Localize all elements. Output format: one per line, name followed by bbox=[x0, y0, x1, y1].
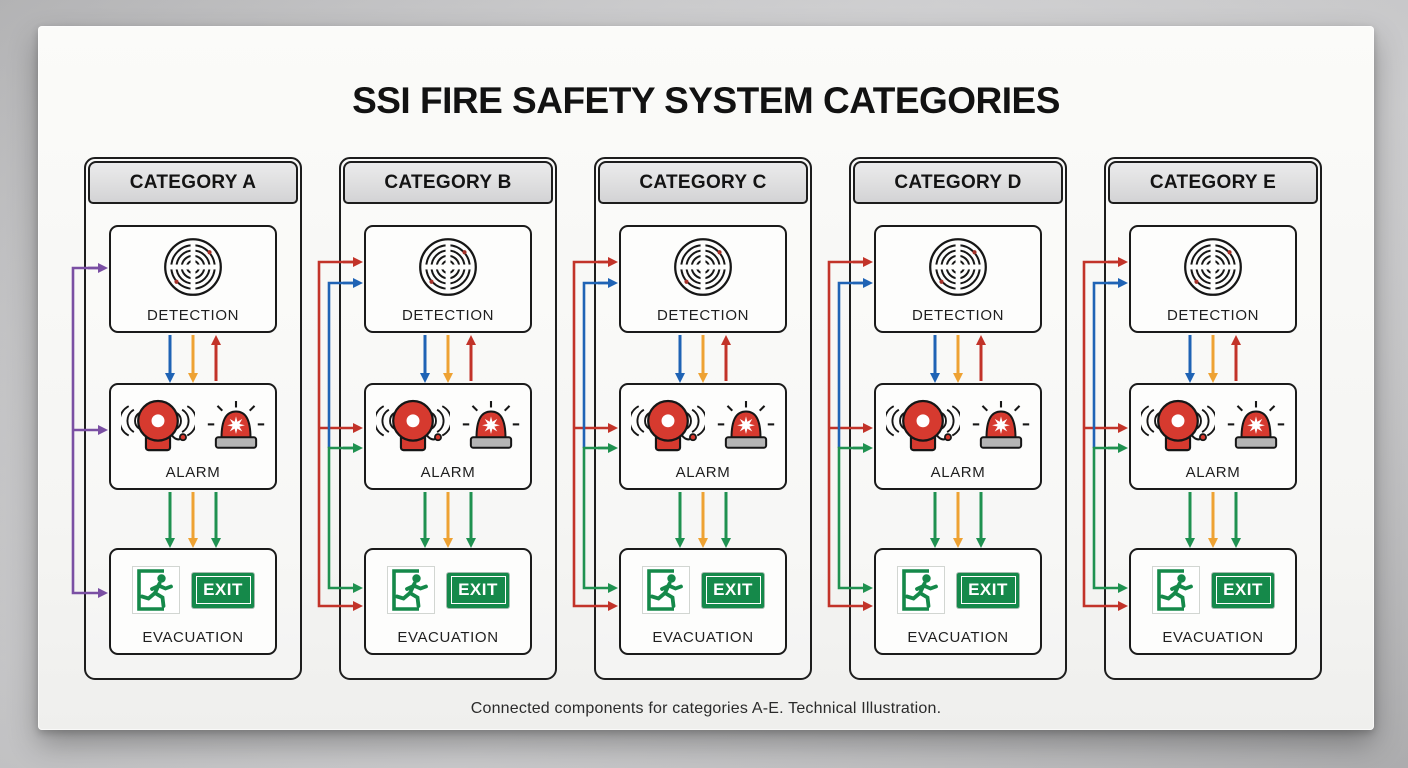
alarm-box: ALARM bbox=[364, 383, 532, 490]
detection-label: DETECTION bbox=[1166, 307, 1260, 324]
evacuation-label: EVACUATION bbox=[907, 629, 1009, 646]
alarm-label: ALARM bbox=[675, 464, 731, 481]
siren-beacon-icon bbox=[972, 400, 1030, 452]
detection-label: DETECTION bbox=[146, 307, 240, 324]
smoke-detector-icon bbox=[670, 234, 736, 300]
exit-sign: EXIT bbox=[957, 572, 1019, 608]
running-man-exit-icon bbox=[387, 566, 435, 614]
category-header-e: CATEGORY E bbox=[1108, 161, 1318, 204]
category-title: CATEGORY B bbox=[384, 171, 512, 193]
evacuation-box: EXIT EVACUATION bbox=[874, 548, 1042, 655]
category-header-c: CATEGORY C bbox=[598, 161, 808, 204]
alarm-icon-row bbox=[111, 395, 275, 457]
smoke-detector-icon bbox=[1180, 234, 1246, 300]
category-panel-c: CATEGORY C DETECTION ALARM EXIT EVACUATI… bbox=[594, 157, 812, 680]
alarm-label: ALARM bbox=[165, 464, 221, 481]
detection-box: DETECTION bbox=[874, 225, 1042, 333]
category-header-a: CATEGORY A bbox=[88, 161, 298, 204]
detection-label: DETECTION bbox=[401, 307, 495, 324]
alarm-label: ALARM bbox=[1185, 464, 1241, 481]
alarm-bell-icon bbox=[886, 395, 960, 457]
alarm-icon-row bbox=[366, 395, 530, 457]
category-title: CATEGORY C bbox=[639, 171, 767, 193]
evacuation-box: EXIT EVACUATION bbox=[619, 548, 787, 655]
siren-beacon-icon bbox=[1227, 400, 1285, 452]
exit-sign: EXIT bbox=[702, 572, 764, 608]
evacuation-icon-row: EXIT bbox=[876, 566, 1040, 614]
evacuation-icon-row: EXIT bbox=[366, 566, 530, 614]
alarm-box: ALARM bbox=[619, 383, 787, 490]
category-header-b: CATEGORY B bbox=[343, 161, 553, 204]
exit-sign-text: EXIT bbox=[195, 576, 251, 604]
evacuation-icon-row: EXIT bbox=[111, 566, 275, 614]
smoke-detector-icon bbox=[415, 234, 481, 300]
exit-sign-text: EXIT bbox=[450, 576, 506, 604]
page-title: SSI FIRE SAFETY SYSTEM CATEGORIES bbox=[352, 80, 1060, 121]
exit-sign: EXIT bbox=[447, 572, 509, 608]
evacuation-box: EXIT EVACUATION bbox=[1129, 548, 1297, 655]
siren-beacon-icon bbox=[207, 400, 265, 452]
category-title: CATEGORY A bbox=[129, 171, 257, 193]
alarm-icon-row bbox=[1131, 395, 1295, 457]
detection-box: DETECTION bbox=[109, 225, 277, 333]
alarm-label: ALARM bbox=[420, 464, 476, 481]
category-header-d: CATEGORY D bbox=[853, 161, 1063, 204]
detection-label: DETECTION bbox=[911, 307, 1005, 324]
exit-sign-text: EXIT bbox=[1215, 576, 1271, 604]
exit-sign: EXIT bbox=[1212, 572, 1274, 608]
illustration-board: SSI FIRE SAFETY SYSTEM CATEGORIES CATEGO… bbox=[38, 26, 1374, 730]
category-panel-a: CATEGORY A DETECTION ALARM EXIT EVACUATI… bbox=[84, 157, 302, 680]
alarm-bell-icon bbox=[121, 395, 195, 457]
evacuation-label: EVACUATION bbox=[397, 629, 499, 646]
alarm-label: ALARM bbox=[930, 464, 986, 481]
category-title: CATEGORY E bbox=[1149, 171, 1277, 193]
alarm-icon-row bbox=[876, 395, 1040, 457]
alarm-bell-icon bbox=[1141, 395, 1215, 457]
exit-sign-text: EXIT bbox=[960, 576, 1016, 604]
alarm-box: ALARM bbox=[874, 383, 1042, 490]
evacuation-label: EVACUATION bbox=[1162, 629, 1264, 646]
category-panel-b: CATEGORY B DETECTION ALARM EXIT EVACUATI… bbox=[339, 157, 557, 680]
evacuation-icon-row: EXIT bbox=[621, 566, 785, 614]
running-man-exit-icon bbox=[132, 566, 180, 614]
running-man-exit-icon bbox=[1152, 566, 1200, 614]
category-panel-e: CATEGORY E DETECTION ALARM EXIT EVACUATI… bbox=[1104, 157, 1322, 680]
exit-sign: EXIT bbox=[192, 572, 254, 608]
evacuation-icon-row: EXIT bbox=[1131, 566, 1295, 614]
evacuation-label: EVACUATION bbox=[142, 629, 244, 646]
alarm-icon-row bbox=[621, 395, 785, 457]
evacuation-box: EXIT EVACUATION bbox=[109, 548, 277, 655]
smoke-detector-icon bbox=[925, 234, 991, 300]
running-man-exit-icon bbox=[642, 566, 690, 614]
alarm-box: ALARM bbox=[1129, 383, 1297, 490]
category-title: CATEGORY D bbox=[894, 171, 1022, 193]
evacuation-label: EVACUATION bbox=[652, 629, 754, 646]
detection-label: DETECTION bbox=[656, 307, 750, 324]
detection-box: DETECTION bbox=[619, 225, 787, 333]
siren-beacon-icon bbox=[462, 400, 520, 452]
evacuation-box: EXIT EVACUATION bbox=[364, 548, 532, 655]
smoke-detector-icon bbox=[160, 234, 226, 300]
exit-sign-text: EXIT bbox=[705, 576, 761, 604]
figure-caption: Connected components for categories A-E.… bbox=[470, 700, 942, 717]
siren-beacon-icon bbox=[717, 400, 775, 452]
detection-box: DETECTION bbox=[364, 225, 532, 333]
category-panel-d: CATEGORY D DETECTION ALARM EXIT EVACUATI… bbox=[849, 157, 1067, 680]
alarm-bell-icon bbox=[376, 395, 450, 457]
alarm-bell-icon bbox=[631, 395, 705, 457]
alarm-box: ALARM bbox=[109, 383, 277, 490]
running-man-exit-icon bbox=[897, 566, 945, 614]
detection-box: DETECTION bbox=[1129, 225, 1297, 333]
category-columns: CATEGORY A DETECTION ALARM EXIT EVACUATI… bbox=[84, 157, 1322, 680]
